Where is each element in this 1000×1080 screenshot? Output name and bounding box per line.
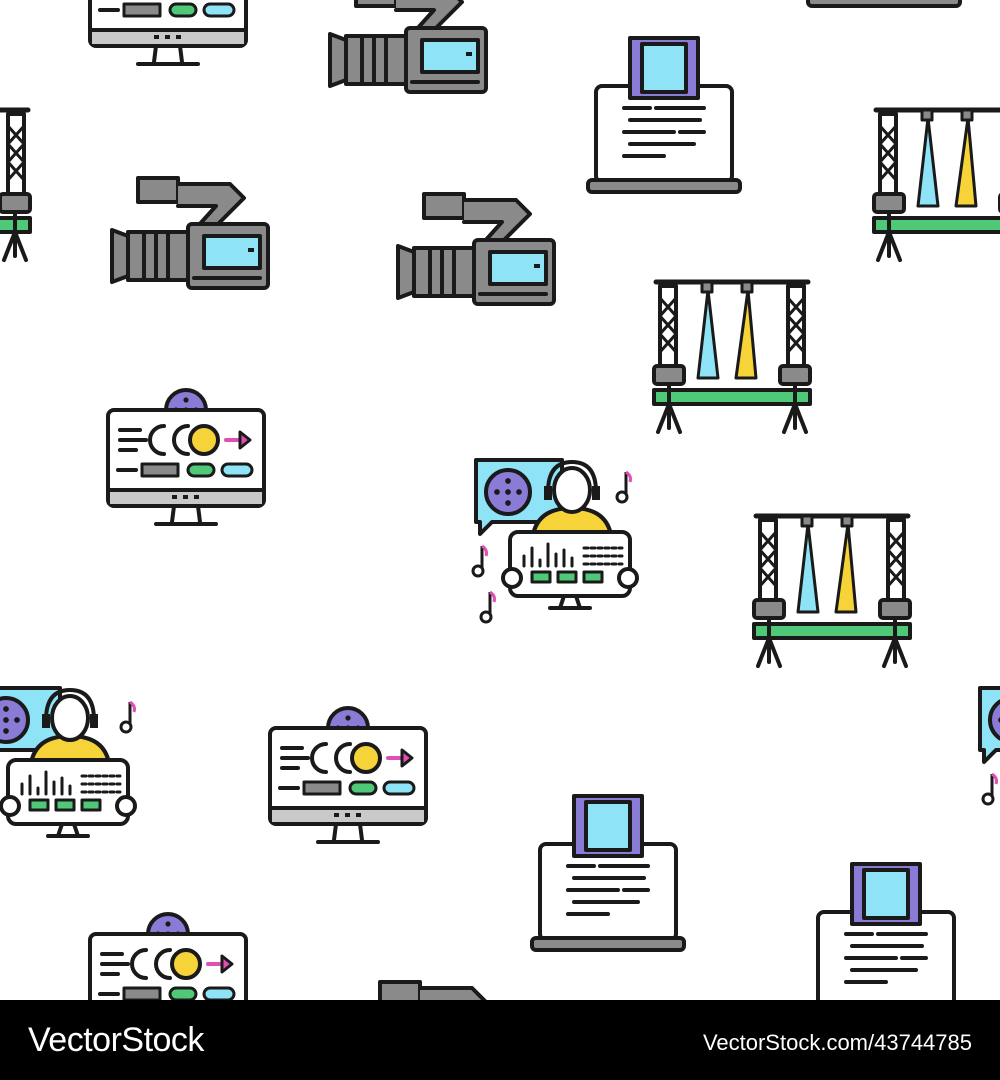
footer-bar: VectorStock VectorStock.com/43744785 — [0, 1000, 1000, 1080]
stage-pattern-icon — [752, 512, 912, 672]
monitor-pattern-icon — [88, 912, 248, 1000]
music-note-icon — [980, 772, 1000, 806]
laptop-pattern-icon — [804, 0, 964, 10]
laptop-pattern-icon — [806, 862, 966, 1000]
camera-pattern-icon — [352, 980, 512, 1000]
music-note-icon — [470, 544, 490, 578]
music-note-icon — [614, 470, 634, 504]
music-note-icon — [118, 700, 138, 734]
stage-pattern-icon — [652, 278, 812, 438]
stock-id: VectorStock.com/43744785 — [702, 1030, 972, 1055]
brand-logo: VectorStock — [28, 1021, 204, 1059]
camera-pattern-icon — [396, 192, 556, 312]
soundman-pattern-icon — [976, 684, 1000, 844]
monitor-pattern-icon — [88, 0, 248, 68]
stage-pattern-icon — [0, 106, 32, 266]
monitor-pattern-icon — [268, 706, 428, 846]
icon-pattern — [0, 0, 1000, 1000]
camera-pattern-icon — [110, 176, 270, 296]
monitor-pattern-icon — [106, 388, 266, 528]
laptop-pattern-icon — [528, 794, 688, 954]
camera-pattern-icon — [328, 0, 488, 100]
stage-pattern-icon — [872, 106, 1000, 266]
laptop-pattern-icon — [584, 36, 744, 196]
soundman-pattern-icon — [0, 684, 137, 844]
soundman-pattern-icon — [472, 456, 639, 616]
music-note-icon — [478, 590, 498, 624]
